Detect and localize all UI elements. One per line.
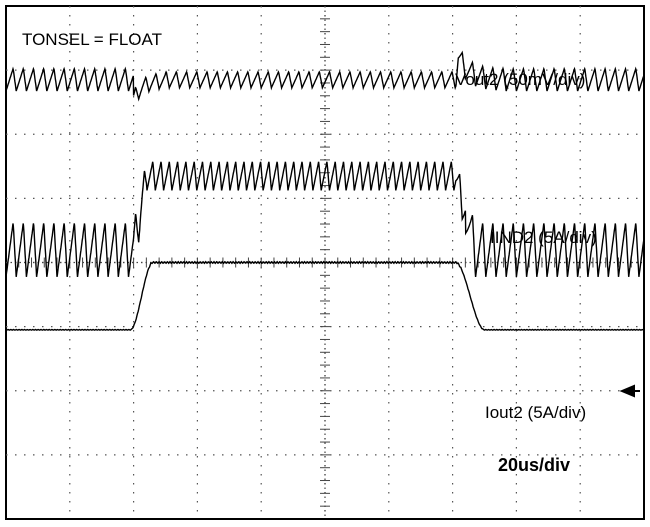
plot-grid bbox=[5, 5, 645, 520]
trace-vout2 bbox=[5, 50, 645, 102]
time-base-label: 20us/div bbox=[498, 455, 570, 475]
waveform-traces bbox=[5, 50, 645, 331]
trace-iout2 bbox=[5, 260, 644, 331]
chart-title: TONSEL = FLOAT bbox=[22, 30, 162, 49]
series-label-iout2: Iout2 (5A/div) bbox=[485, 403, 586, 422]
trace-iind2 bbox=[5, 161, 645, 278]
trigger-level-arrow-icon bbox=[619, 384, 640, 398]
series-label-iind2: IIND2 (5A/div) bbox=[490, 228, 597, 247]
series-label-vout2: Vout2 (50mV/div) bbox=[455, 70, 585, 89]
